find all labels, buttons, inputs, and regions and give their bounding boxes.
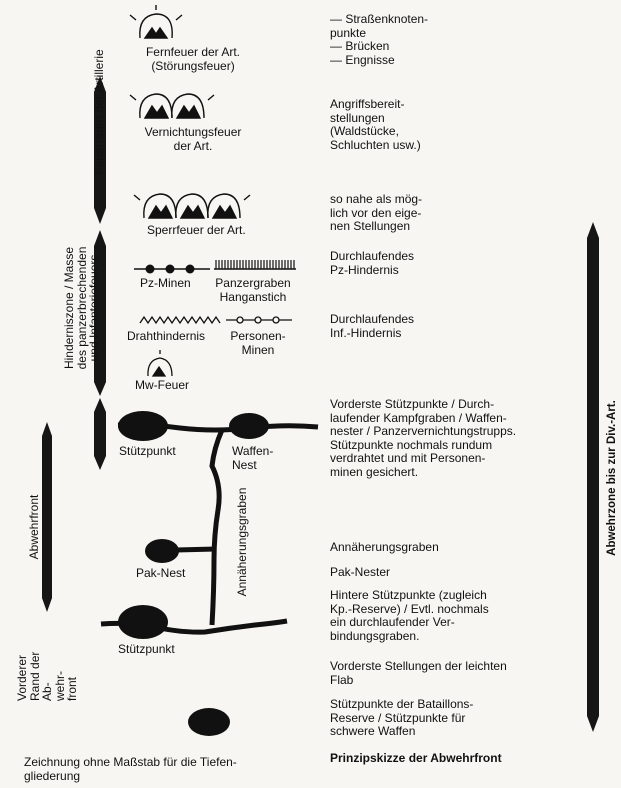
legend-angriffsbereitstellungen: Angriffsbereit- stellungen (Waldstücke, …: [330, 97, 421, 152]
stuetzpunkt-rear-shape: [118, 605, 168, 639]
sperrfeuer-label: Sperrfeuer der Art.: [147, 223, 246, 237]
legend-inf-hindernis: Durchlaufendes Inf.-Hindernis: [330, 312, 415, 340]
abwehrzone-arrow: [587, 222, 599, 732]
fernfeuer-icon: [129, 5, 183, 39]
personenminen-line: [226, 316, 292, 324]
legend-eigene-stellungen: so nahe als mög- lich vor den eige- nen …: [330, 192, 423, 233]
stuetzpunkt-front-label: Stützpunkt: [119, 444, 176, 458]
bataillons-reserve-shape: [188, 708, 230, 736]
pak-verbindung: [175, 546, 217, 553]
legend-bataillons-reserve: Stützpunkte der Bataillons- Reserve / St…: [330, 697, 474, 738]
vernichtungsfeuer-icon: [129, 93, 215, 119]
hinderniszone-arrow: [94, 230, 106, 396]
panzergraben-hatching: [214, 260, 296, 270]
legend-vorderste-stuetzpunkte: Vorderste Stützpunkte / Durch- laufender…: [330, 397, 517, 479]
abwehrzone-label: Abwehrzone bis zur Div.-Art.: [606, 400, 618, 556]
sperrfeuer-icon: [133, 193, 251, 219]
stuetzpunkt-zone-arrow: [94, 398, 106, 470]
hinderniszone-label: Hinderniszone / Masse des panzerbrechend…: [62, 246, 101, 370]
vorderer-rand-label: Vorderer Rand der Ab- wehr- front: [15, 651, 79, 701]
mw-feuer-icon: [147, 350, 173, 377]
stuetzpunkt-front-shape: [118, 411, 168, 441]
legend-strassenknoten: — Straßenknoten- punkte — Brücken — Engn…: [330, 12, 429, 67]
personenminen-label: Personen- Minen: [230, 329, 286, 357]
feuerraum-arrow: [94, 76, 106, 224]
legend-pak-nester: Pak-Nester: [330, 565, 391, 579]
mw-feuer-label: Mw-Feuer: [135, 378, 190, 392]
vernichtungsfeuer-label: Vernichtungsfeuer der Art.: [144, 125, 242, 153]
abwehrfront-arrow: [42, 422, 52, 612]
panzergraben-label: Panzergraben Hanganstich: [215, 276, 291, 304]
trench-network: [100, 411, 319, 736]
waffennest-shape: [229, 413, 269, 439]
legend-leichte-flab: Vorderste Stellungen der leichten Flab: [330, 659, 507, 687]
legend-pz-hindernis: Durchlaufendes Pz-Hindernis: [330, 249, 415, 277]
pz-minen-label: Pz-Minen: [140, 276, 191, 290]
waffennest-label: Waffen- Nest: [232, 444, 274, 472]
annaeherungsgraben-label: Annäherungsgraben: [235, 487, 249, 597]
legend-hintere-stuetzpunkte: Hintere Stützpunkte (zugleich Kp.-Reserv…: [330, 588, 489, 643]
stuetzpunkt-rear-label: Stützpunkt: [118, 642, 175, 656]
legend-annaeherungsgraben: Annäherungsgraben: [330, 540, 439, 554]
feuerraum-label: Feuerraum der Artillerie: [92, 49, 106, 175]
diagram-title: Prinzipskizze der Abwehrfront: [330, 751, 502, 765]
drahthindernis-label: Drahthindernis: [127, 329, 206, 343]
annaeherungsgraben-path: [209, 428, 225, 626]
pak-nest-shape: [145, 539, 179, 563]
fernfeuer-label: Fernfeuer der Art. (Störungsfeuer): [145, 45, 241, 73]
pak-nest-label: Pak-Nest: [136, 566, 186, 580]
abwehrfront-label: Abwehrfront: [27, 494, 41, 560]
drahthindernis-line: [139, 315, 221, 325]
pz-minen-line: [134, 264, 210, 274]
scale-note: Zeichnung ohne Maßstab für die Tiefen- g…: [24, 755, 237, 783]
